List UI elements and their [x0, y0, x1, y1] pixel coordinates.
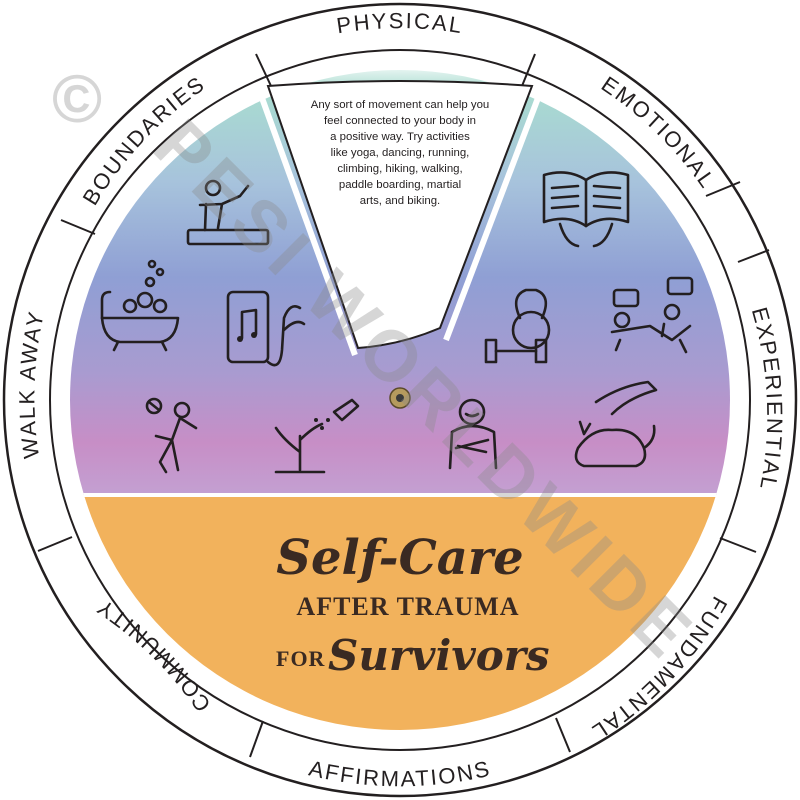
dumbbell-kettlebell-icon: [484, 288, 551, 364]
reading-book-icon: [542, 171, 630, 248]
title-for: FOR: [276, 646, 326, 671]
description-line-5: climbing, hiking, walking,: [337, 163, 462, 175]
description-line-2: feel connected to your body in: [324, 115, 476, 127]
title-survivors: Survivors: [328, 631, 550, 680]
bubble-bath-icon: [100, 259, 180, 352]
description-window: [266, 80, 534, 350]
ring-dividers: [37, 53, 770, 758]
description-line-3: a positive way. Try activities: [330, 131, 470, 143]
title-self-care: Self-Care: [276, 530, 523, 586]
music-phone-icon: [226, 290, 306, 367]
description-line-6: paddle boarding, martial: [339, 179, 461, 191]
svg-text:©: ©: [52, 61, 108, 137]
pivot-grommet-icon: [389, 387, 411, 409]
yoga-icon: [186, 179, 270, 246]
therapy-conversation-icon: [610, 276, 694, 354]
description-line-7: arts, and biking.: [360, 195, 440, 207]
watering-plant-icon: [274, 398, 360, 474]
kicking-person-icon: [145, 397, 198, 474]
title-after-trauma: AFTER TRAUMA: [296, 592, 519, 621]
self-hug-icon: [448, 398, 498, 470]
petting-cat-icon: [574, 380, 658, 468]
description-line-4: like yoga, dancing, running,: [331, 147, 470, 159]
description-line-1: Any sort of movement can help you: [311, 99, 490, 111]
